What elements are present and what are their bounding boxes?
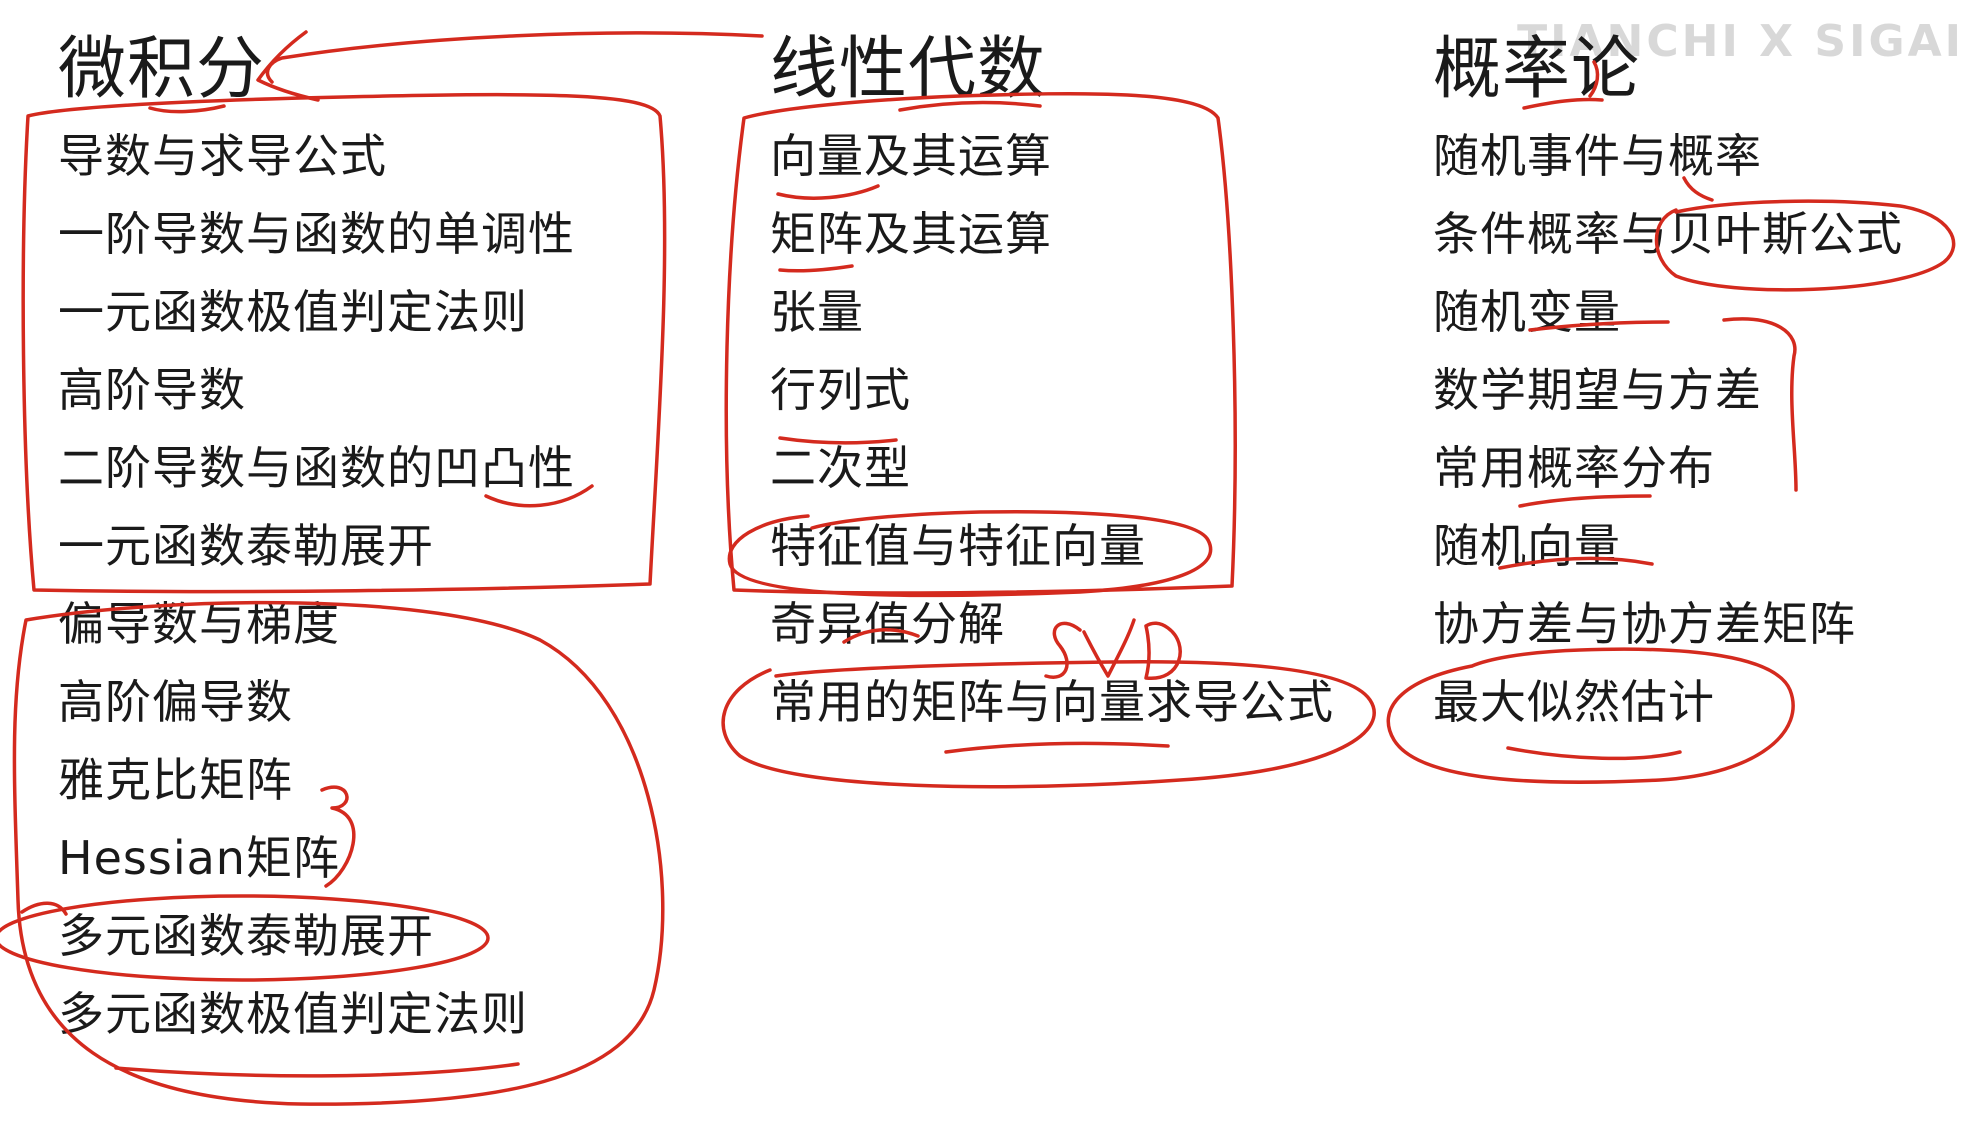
calculus-item: 高阶偏导数: [58, 675, 293, 729]
linear-algebra-item: 向量及其运算: [770, 129, 1052, 183]
underline-annotation: [944, 741, 1170, 754]
linear-algebra-item: 二次型: [770, 441, 911, 495]
underline-annotation: [778, 264, 854, 273]
calculus-item: Hessian矩阵: [58, 831, 340, 885]
probability-item: 最大似然估计: [1433, 675, 1715, 729]
calculus-item: 一元函数极值判定法则: [58, 285, 528, 339]
linear-algebra-item: 奇异值分解: [770, 597, 1005, 651]
probability-title: 概率论: [1433, 30, 1641, 109]
calculus-item: 二阶导数与函数的凹凸性: [58, 441, 575, 495]
linear-algebra-item: 行列式: [770, 363, 911, 417]
svd-annotation: [1082, 618, 1136, 678]
probability-item: 随机事件与概率: [1433, 129, 1762, 183]
calculus-item: 多元函数极值判定法则: [58, 987, 528, 1041]
watermark: TIANCHI X SIGAI: [1517, 16, 1964, 67]
linear-algebra-item: 张量: [770, 285, 864, 339]
probability-item: 协方差与协方差矩阵: [1433, 597, 1856, 651]
svd-annotation: [1044, 621, 1082, 679]
probability-item: 随机向量: [1433, 519, 1621, 573]
linear-algebra-item: 矩阵及其运算: [770, 207, 1052, 261]
arrow-annotation: [256, 30, 320, 102]
calculus-title: 微积分: [58, 30, 266, 109]
calculus-item: 导数与求导公式: [58, 129, 387, 183]
probability-item: 条件概率与贝叶斯公式: [1433, 207, 1903, 261]
linear-algebra-title: 线性代数: [770, 30, 1047, 109]
probability-item: 常用概率分布: [1433, 441, 1715, 495]
underline-annotation: [1506, 746, 1682, 761]
calculus-item: 一元函数泰勒展开: [58, 519, 434, 573]
underline-annotation: [114, 1062, 520, 1078]
probability-item: 随机变量: [1433, 285, 1621, 339]
svd-annotation: [1144, 621, 1182, 680]
calculus-item: 雅克比矩阵: [58, 753, 293, 807]
arrow-annotation: [265, 31, 764, 84]
calculus-item: 一阶导数与函数的单调性: [58, 207, 575, 261]
linear-algebra-item: 常用的矩阵与向量求导公式: [770, 675, 1334, 729]
calculus-item: 高阶导数: [58, 363, 246, 417]
calculus-item: 多元函数泰勒展开: [58, 909, 434, 963]
probability-item: 数学期望与方差: [1433, 363, 1762, 417]
linear-algebra-item: 特征值与特征向量: [770, 519, 1146, 573]
calculus-item: 偏导数与梯度: [58, 597, 340, 651]
underline-annotation: [1518, 494, 1652, 508]
underline-annotation: [776, 184, 880, 200]
